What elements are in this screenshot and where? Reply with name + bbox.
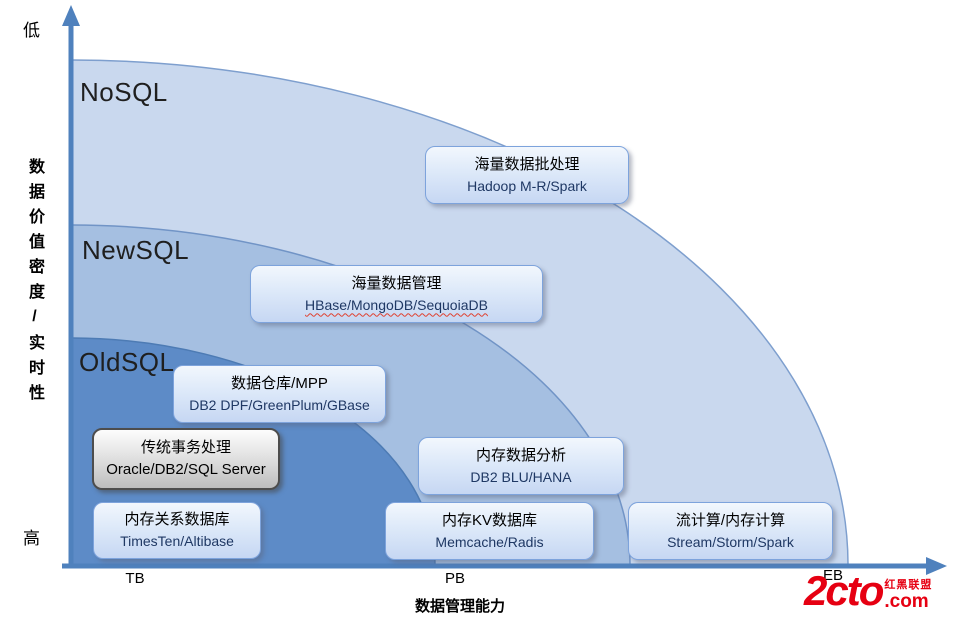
- node-title: 内存关系数据库: [124, 511, 230, 529]
- watermark-2cto-logo: 2cto 红黑联盟 .com: [804, 567, 933, 614]
- node-subtitle: Hadoop M-R/Spark: [467, 177, 587, 194]
- region-label-newsql: NewSQL: [82, 235, 190, 265]
- node-subtitle: DB2 DPF/GreenPlum/GBase: [189, 396, 370, 413]
- node-title: 流计算/内存计算: [675, 511, 786, 529]
- node-stream-inmemory-computing: 流计算/内存计算 Stream/Storm/Spark: [628, 502, 833, 560]
- watermark-suffix: .com: [884, 591, 929, 612]
- region-label-oldsql: OldSQL: [79, 347, 175, 377]
- node-data-warehouse-mpp: 数据仓库/MPP DB2 DPF/GreenPlum/GBase: [173, 365, 386, 423]
- node-inmemory-kv-db: 内存KV数据库 Memcache/Radis: [385, 502, 594, 560]
- node-inmemory-analytics: 内存数据分析 DB2 BLU/HANA: [418, 437, 624, 495]
- x-axis-arrowhead: [926, 557, 947, 575]
- x-tick-tb: TB: [125, 570, 145, 587]
- watermark-tagline: 红黑联盟: [884, 579, 933, 591]
- node-title: 海量数据批处理: [474, 155, 580, 173]
- watermark-logo-text: 2cto: [804, 567, 884, 614]
- node-subtitle: DB2 BLU/HANA: [470, 468, 572, 485]
- node-title: 内存KV数据库: [441, 511, 537, 529]
- node-massive-batch-processing: 海量数据批处理 Hadoop M-R/Spark: [425, 146, 629, 204]
- node-subtitle: HBase/MongoDB/SequoiaDB: [305, 296, 488, 313]
- node-title: 内存数据分析: [475, 446, 566, 464]
- x-tick-eb: EB: [822, 567, 843, 584]
- y-axis-top-label: 低: [23, 21, 40, 40]
- node-massive-data-management: 海量数据管理 HBase/MongoDB/SequoiaDB: [250, 265, 543, 323]
- node-subtitle: Oracle/DB2/SQL Server: [106, 461, 266, 478]
- region-label-nosql: NoSQL: [80, 77, 168, 107]
- y-axis-arrowhead: [62, 5, 80, 26]
- node-title: 数据仓库/MPP: [231, 374, 328, 392]
- node-title: 海量数据管理: [351, 274, 442, 292]
- node-subtitle: TimesTen/Altibase: [120, 533, 234, 550]
- x-tick-pb: PB: [444, 570, 465, 587]
- node-traditional-oltp: 传统事务处理 Oracle/DB2/SQL Server: [92, 428, 280, 490]
- y-axis-title: 数据价值密度/实时性: [26, 158, 43, 409]
- y-axis-bottom-label: 高: [23, 529, 40, 548]
- node-subtitle: Memcache/Radis: [435, 533, 544, 550]
- node-subtitle: Stream/Storm/Spark: [667, 533, 794, 550]
- x-axis-title: 数据管理能力: [414, 598, 505, 615]
- node-title: 传统事务处理: [140, 439, 231, 457]
- node-inmemory-relational-db: 内存关系数据库 TimesTen/Altibase: [93, 502, 261, 559]
